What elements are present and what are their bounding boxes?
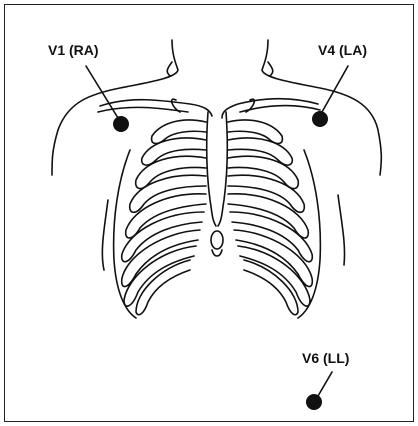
left-ribs <box>114 120 206 318</box>
electrode-v6-label: V6 (LL) <box>302 350 349 366</box>
sternum <box>207 112 228 256</box>
electrode-v1-dot <box>113 116 129 132</box>
body-outline <box>52 40 381 270</box>
electrode-v1-label: V1 (RA) <box>48 42 99 58</box>
electrode-v4-label: V4 (LA) <box>318 42 367 58</box>
electrode-v6-dot <box>306 394 322 410</box>
electrode-v4-dot <box>312 111 328 127</box>
clavicles <box>98 99 320 118</box>
right-ribs <box>228 120 320 318</box>
scapulae <box>172 99 255 112</box>
